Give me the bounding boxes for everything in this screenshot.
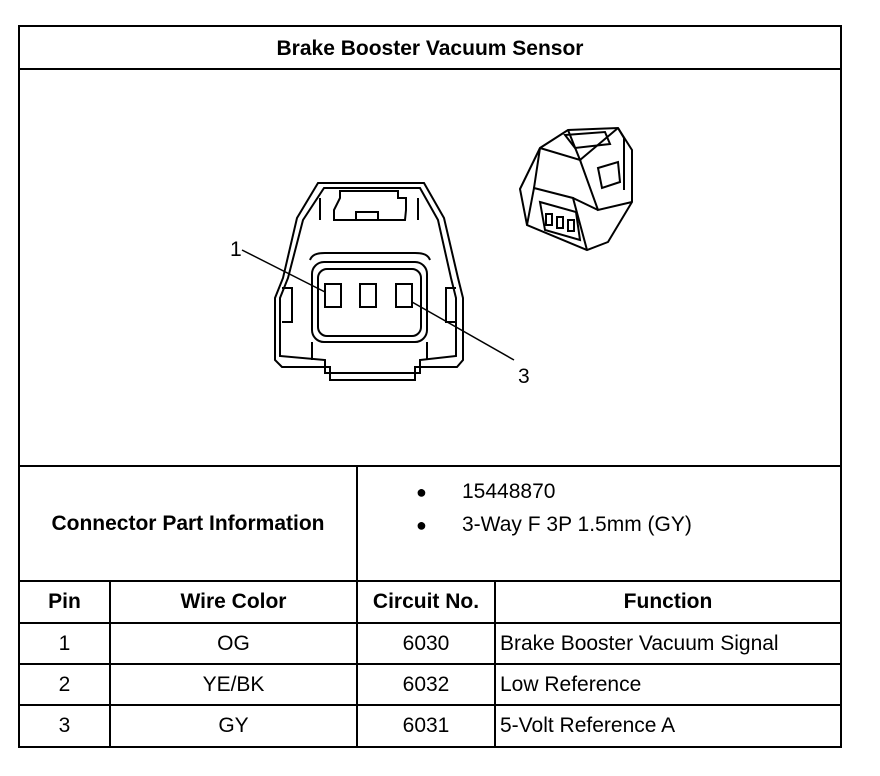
row-3-wire-color: GY bbox=[218, 714, 249, 737]
connector-iso-view bbox=[518, 126, 633, 252]
row-divider bbox=[20, 704, 840, 706]
row-1-function: Brake Booster Vacuum Signal bbox=[500, 631, 779, 655]
row-1-wire-color: OG bbox=[217, 631, 250, 655]
connector-diagram: 1 3 bbox=[230, 126, 633, 388]
connector-info-divider bbox=[356, 467, 358, 580]
title-divider bbox=[20, 68, 840, 70]
row-1-circuit: 6030 bbox=[402, 631, 450, 655]
row-3-pin: 3 bbox=[58, 714, 71, 737]
connector-end-view-sheet: Brake Booster Vacuum Sensor bbox=[18, 25, 842, 748]
table-column-divider bbox=[356, 582, 358, 746]
connector-face bbox=[274, 182, 464, 381]
callout-line-pin-3 bbox=[411, 301, 515, 361]
callout-line-pin-1 bbox=[241, 249, 326, 293]
table-top-divider bbox=[20, 580, 840, 582]
header-pin: Pin bbox=[48, 590, 81, 613]
connector-part-list: ● 15448870 ● 3-Way F 3P 1.5mm (GY) bbox=[416, 480, 692, 536]
header-wire-color: Wire Color bbox=[180, 590, 287, 613]
row-2-function: Low Reference bbox=[500, 672, 642, 696]
header-function: Function bbox=[623, 590, 713, 613]
diagram-divider bbox=[20, 465, 840, 467]
connector-part-info-label: Connector Part Information bbox=[51, 511, 325, 535]
pin-callouts bbox=[241, 249, 515, 361]
pin-cavity-1 bbox=[324, 283, 342, 308]
row-2-circuit: 6032 bbox=[402, 672, 450, 696]
row-3-function: 5-Volt Reference A bbox=[500, 714, 676, 737]
sheet-title: Brake Booster Vacuum Sensor bbox=[276, 36, 584, 60]
header-divider bbox=[20, 622, 840, 624]
row-divider bbox=[20, 663, 840, 665]
bullet-icon: ● bbox=[416, 482, 427, 502]
row-3-circuit: 6031 bbox=[402, 714, 450, 737]
callout-label-pin-3: 3 bbox=[518, 365, 530, 388]
row-1-pin: 1 bbox=[58, 631, 71, 655]
bullet-icon: ● bbox=[416, 515, 427, 535]
table-column-divider bbox=[494, 582, 496, 746]
table-column-divider bbox=[109, 582, 111, 746]
header-circuit-no: Circuit No. bbox=[372, 590, 480, 613]
row-2-pin: 2 bbox=[58, 672, 71, 696]
row-2-wire-color: YE/BK bbox=[202, 672, 265, 696]
pin-cavity-2 bbox=[359, 283, 377, 308]
callout-label-pin-1: 1 bbox=[230, 238, 242, 261]
pin-cavity-3 bbox=[395, 283, 413, 308]
